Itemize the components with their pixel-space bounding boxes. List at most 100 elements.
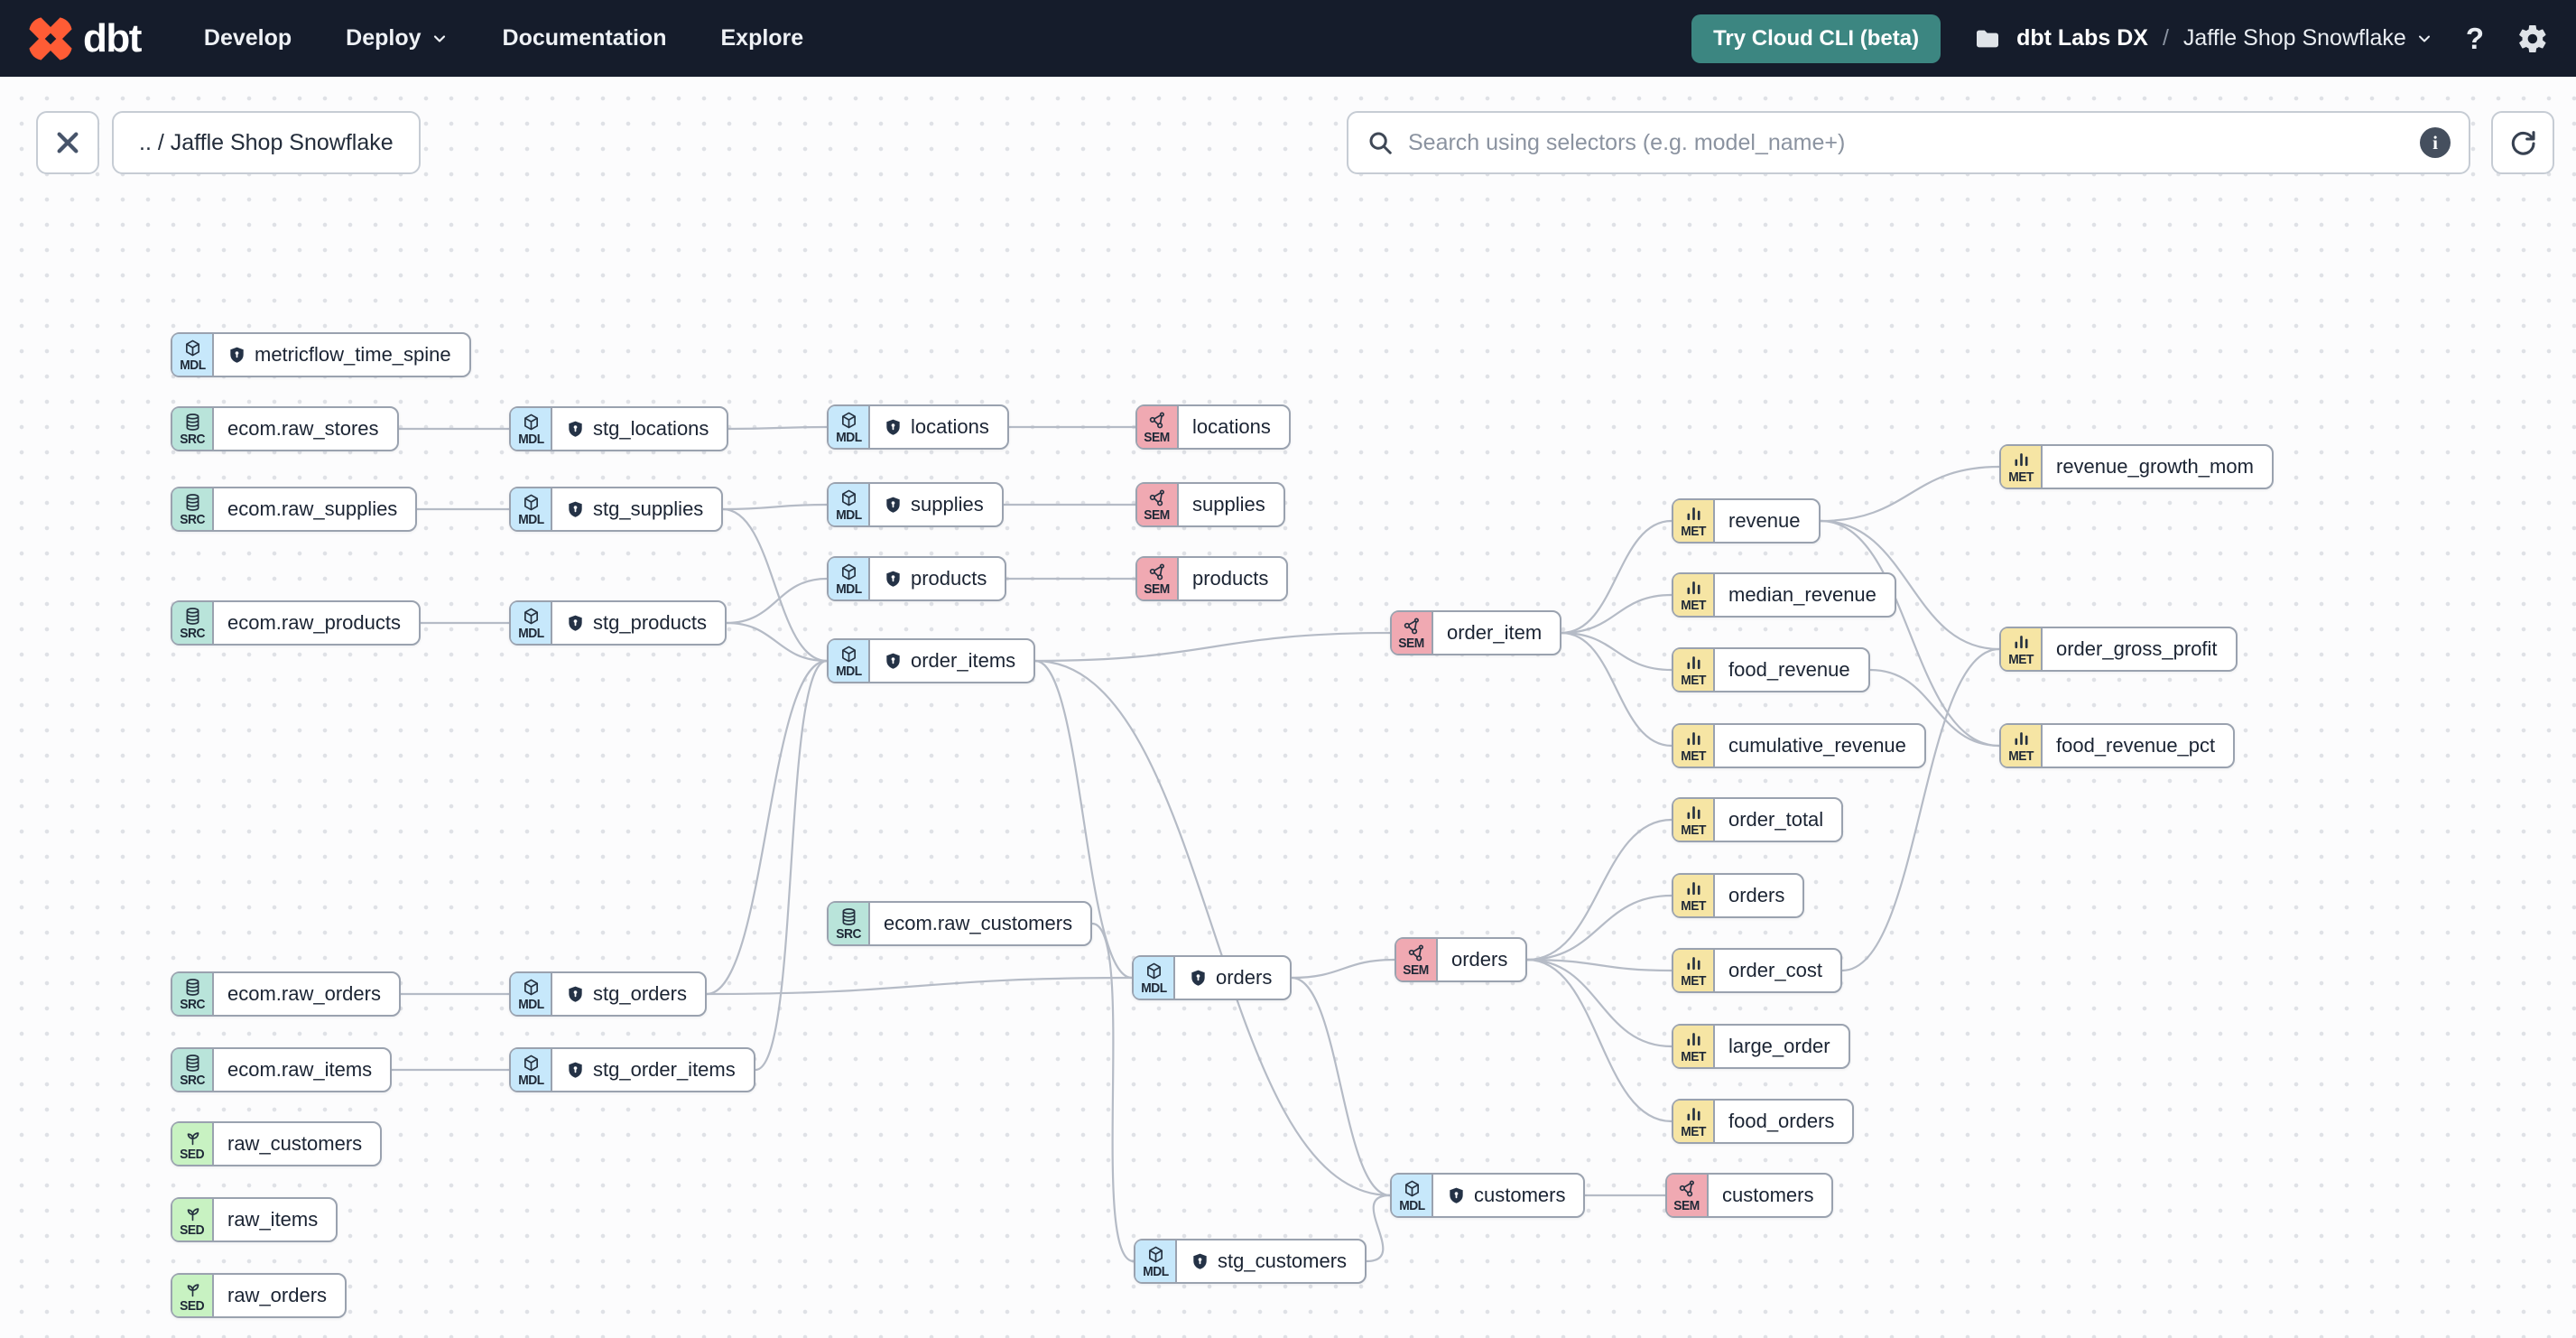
nav-explore[interactable]: Explore: [720, 25, 804, 51]
node-body: ecom.raw_supplies: [214, 488, 415, 530]
help-icon[interactable]: ?: [2465, 21, 2484, 55]
node-type-code: MDL: [1140, 980, 1167, 996]
edge-order_item_sem-to-revenue: [1561, 519, 1673, 635]
nav-documentation[interactable]: Documentation: [502, 25, 667, 51]
account-name[interactable]: dbt Labs DX: [2016, 25, 2148, 51]
breadcrumb[interactable]: .. / Jaffle Shop Snowflake: [112, 111, 421, 174]
search-bar: i: [1347, 111, 2470, 174]
node-body: stg_order_items: [552, 1049, 754, 1091]
nav-deploy[interactable]: Deploy: [346, 25, 448, 51]
info-icon[interactable]: i: [2420, 127, 2451, 158]
node-type-code: MET: [1681, 897, 1706, 914]
node-body: raw_customers: [214, 1123, 380, 1165]
bar-chart-icon: MET: [1673, 799, 1715, 841]
refresh-button[interactable]: [2491, 111, 2554, 174]
graph-node-locations_mdl[interactable]: MDL locations: [827, 404, 1009, 450]
folder-icon: [1973, 24, 2002, 53]
bar-chart-icon: MET: [1673, 1101, 1715, 1142]
try-cloud-cli-button[interactable]: Try Cloud CLI (beta): [1691, 14, 1941, 63]
edge-orders_mdl-to-orders_sem: [1291, 958, 1395, 980]
node-body: ecom.raw_items: [214, 1049, 390, 1091]
shield-lock-icon: [884, 496, 903, 515]
shield-lock-icon: [227, 346, 246, 365]
node-type-code: SEM: [1403, 962, 1430, 978]
database-icon: SRC: [172, 602, 214, 644]
node-type-code: SEM: [1673, 1197, 1700, 1213]
node-label: products: [911, 567, 987, 590]
node-label: raw_items: [227, 1208, 319, 1231]
graph-node-ecom_raw_products[interactable]: SRC ecom.raw_products: [171, 600, 421, 646]
edge-orders_mdl-to-customers_mdl: [1291, 976, 1391, 1197]
gear-icon[interactable]: [2516, 23, 2549, 55]
node-body: median_revenue: [1715, 574, 1895, 616]
project-selector[interactable]: Jaffle Shop Snowflake: [2183, 25, 2433, 51]
dbt-logo[interactable]: dbt: [27, 14, 142, 62]
cube-icon: MDL: [829, 406, 870, 448]
node-body: ecom.raw_products: [214, 602, 419, 644]
node-type-code: MET: [1681, 1123, 1706, 1139]
refresh-icon: [2508, 128, 2537, 157]
cube-icon: MDL: [829, 484, 870, 525]
node-body: supplies: [1179, 484, 1283, 525]
search-input[interactable]: [1406, 128, 2407, 157]
graph-node-customers_sem[interactable]: SEM customers: [1665, 1173, 1834, 1218]
node-type-code: SED: [180, 1222, 205, 1238]
edge-order_item_sem-to-food_revenue: [1561, 631, 1673, 672]
nav-develop[interactable]: Develop: [203, 25, 292, 51]
edge-order_items-to-customers_mdl: [1034, 659, 1391, 1197]
top-navbar: dbt Develop Deploy Documentation Explore…: [0, 0, 2576, 77]
node-body: revenue: [1715, 500, 1819, 542]
node-label: ecom.raw_products: [227, 611, 401, 634]
node-label: ecom.raw_customers: [884, 912, 1073, 934]
node-type-code: MET: [2008, 651, 2034, 667]
close-button[interactable]: [36, 111, 99, 174]
node-label: customers: [1722, 1184, 1814, 1206]
node-body: products: [870, 558, 1005, 599]
graph-node-orders_met[interactable]: MET orders: [1672, 873, 1805, 918]
shield-lock-icon: [1191, 1252, 1209, 1271]
node-label: orders: [1728, 884, 1785, 906]
graph-node-raw_items[interactable]: SED raw_items: [171, 1197, 338, 1242]
bar-chart-icon: MET: [1673, 649, 1715, 691]
node-label: locations: [911, 415, 989, 438]
node-body: ecom.raw_stores: [214, 408, 397, 450]
bar-chart-icon: MET: [2001, 628, 2043, 670]
share-network-icon: SEM: [1392, 612, 1433, 654]
